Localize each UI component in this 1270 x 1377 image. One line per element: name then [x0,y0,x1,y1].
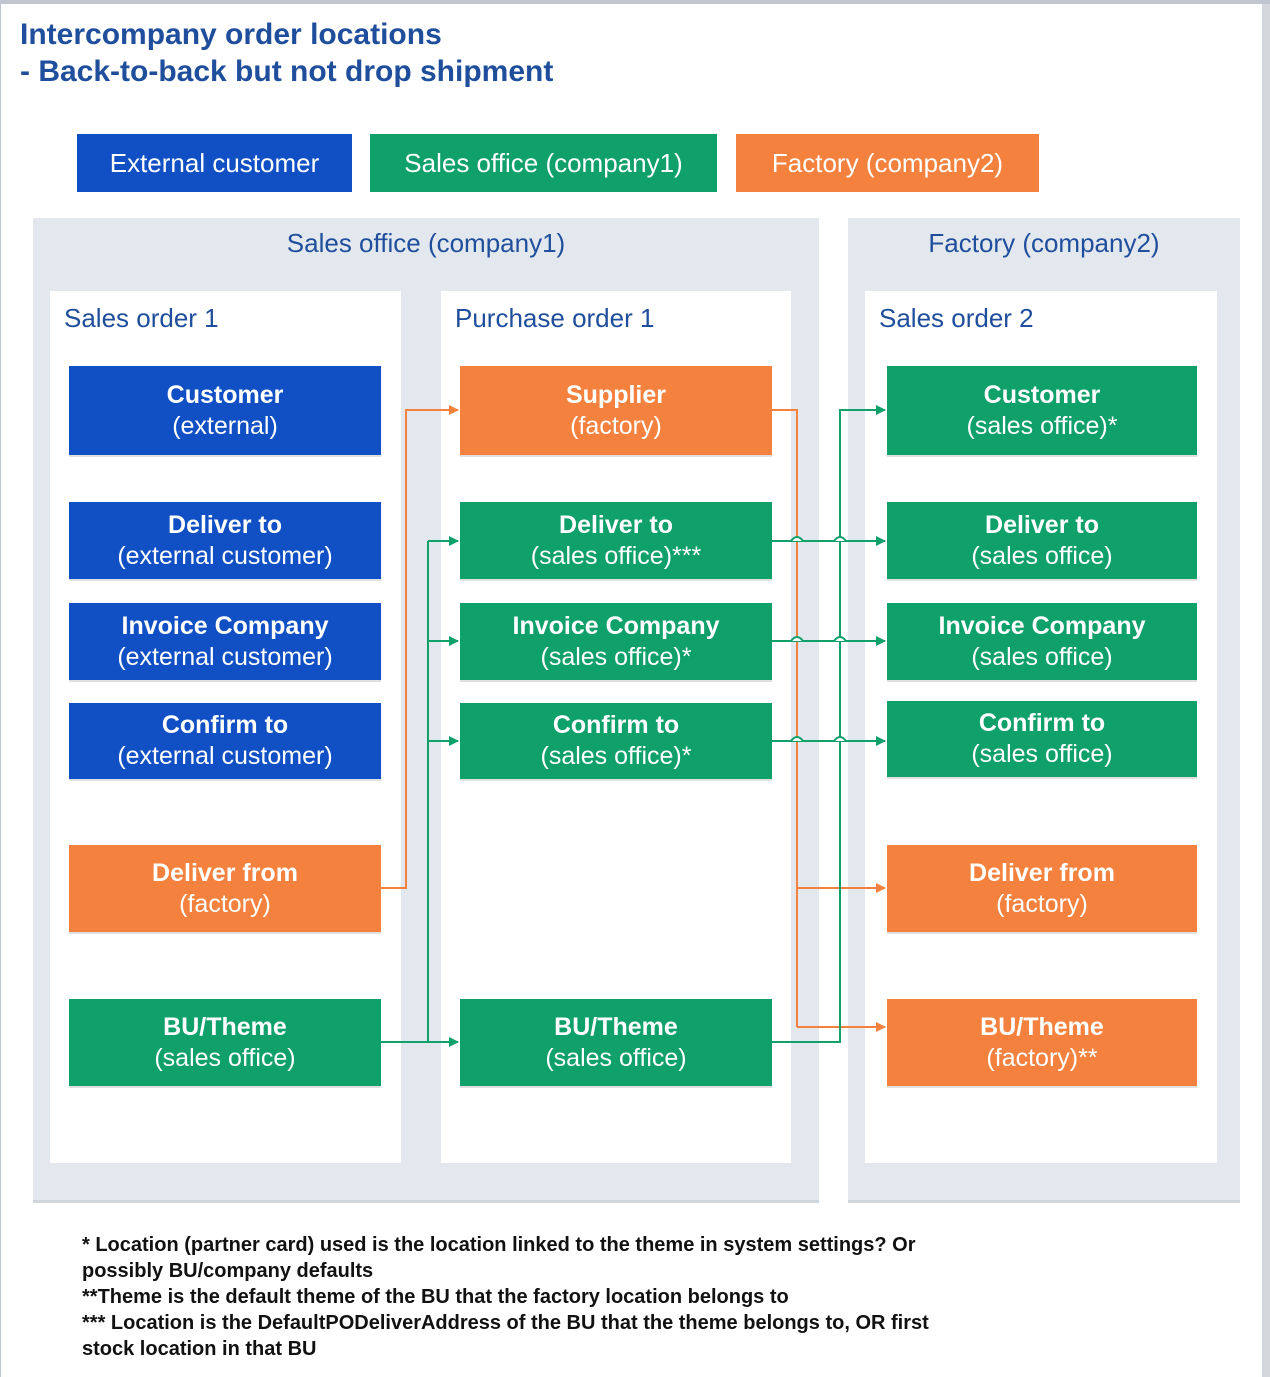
so1-deliver-from-box: Deliver from (factory) [69,845,381,932]
so1-bu-theme-title: BU/Theme [163,1012,287,1041]
po1-deliver-to-box: Deliver to (sales office)*** [460,502,772,579]
so1-deliver-to-title: Deliver to [168,510,282,539]
so2-bu-theme-title: BU/Theme [980,1012,1104,1041]
so2-invoice-company-title: Invoice Company [938,611,1146,640]
legend-factory: Factory (company2) [736,134,1039,192]
footnote-line-2: possibly BU/company defaults [82,1260,374,1282]
footnote-line-3: **Theme is the default theme of the BU t… [82,1286,789,1308]
so2-invoice-company-box: Invoice Company (sales office) [887,603,1197,680]
footnote-line-4: *** Location is the DefaultPODeliverAddr… [82,1312,929,1334]
column-purchase-order-1-title: Purchase order 1 [455,303,655,333]
group-sales-office-title: Sales office (company1) [286,228,566,258]
hop-2 [833,536,847,542]
hop-5 [790,736,804,742]
so2-confirm-to-title: Confirm to [978,709,1106,737]
so2-deliver-from-sub: (factory) [996,889,1088,918]
window-right-edge [1262,4,1270,1377]
hop-3 [790,636,804,642]
title-line-1: Intercompany order locations [20,18,442,51]
po1-confirm-to-sub: (sales office)* [540,742,692,770]
title-line-2: - Back-to-back but not drop shipment [20,55,554,88]
so1-invoice-company-box: Invoice Company (external customer) [69,603,381,680]
so1-deliver-from-title: Deliver from [152,858,298,887]
so1-confirm-to-box: Confirm to (external customer) [69,703,381,779]
so1-customer-sub: (external) [172,411,278,440]
po1-deliver-to-sub: (sales office)*** [530,541,702,570]
so2-deliver-to-title: Deliver to [985,510,1099,539]
diagram-title: Intercompany order locations - Back-to-b… [20,16,553,90]
so2-confirm-to-box: Confirm to (sales office) [887,701,1197,777]
po1-invoice-company-title: Invoice Company [512,611,720,640]
so2-deliver-from-box: Deliver from (factory) [887,845,1197,932]
column-sales-order-2-title: Sales order 2 [879,303,1034,333]
so1-deliver-to-box: Deliver to (external customer) [69,502,381,579]
po1-invoice-company-box: Invoice Company (sales office)* [460,603,772,680]
legend-sales-office: Sales office (company1) [370,134,717,192]
po1-supplier-box: Supplier (factory) [460,366,772,455]
hop-4 [833,636,847,642]
po1-confirm-to-title: Confirm to [552,711,680,739]
so2-invoice-company-sub: (sales office) [971,642,1113,671]
so2-bu-theme-sub: (factory)** [986,1043,1098,1072]
footnotes: * Location (partner card) used is the lo… [82,1232,1082,1362]
so2-deliver-to-sub: (sales office) [971,541,1113,570]
so1-invoice-company-sub: (external customer) [117,642,333,671]
so1-deliver-to-sub: (external customer) [117,541,333,570]
so1-bu-theme-sub: (sales office) [154,1043,296,1072]
so2-deliver-to-box: Deliver to (sales office) [887,502,1197,579]
so1-customer-title: Customer [166,380,284,409]
legend-external-customer: External customer [77,134,352,192]
so1-bu-theme-box: BU/Theme (sales office) [69,999,381,1086]
column-sales-order-1-title: Sales order 1 [64,303,219,333]
so1-invoice-company-title: Invoice Company [121,611,329,640]
po1-confirm-to-box: Confirm to (sales office)* [460,703,772,779]
connector-supplier-trunk [772,409,798,1027]
so2-bu-theme-box: BU/Theme (factory)** [887,999,1197,1086]
po1-bu-theme-title: BU/Theme [554,1012,678,1041]
connector-deliver-from-to-supplier [381,405,459,889]
footnote-line-5: stock location in that BU [82,1338,317,1360]
so1-customer-box: Customer (external) [69,366,381,455]
so1-confirm-to-title: Confirm to [161,711,289,739]
footnote-line-1: * Location (partner card) used is the lo… [82,1234,916,1256]
group-factory-title: Factory (company2) [928,228,1160,258]
hop-6 [833,736,847,742]
po1-invoice-company-sub: (sales office)* [540,642,692,671]
po1-supplier-sub: (factory) [570,411,662,440]
po1-deliver-to-title: Deliver to [559,510,673,539]
so2-customer-box: Customer (sales office)* [887,366,1197,455]
so1-confirm-to-sub: (external customer) [117,742,333,770]
connector-po1-bu-theme-trunk [772,405,886,1043]
so2-customer-sub: (sales office)* [966,411,1118,440]
so1-deliver-from-sub: (factory) [179,889,271,918]
po1-supplier-title: Supplier [565,380,666,409]
po1-bu-theme-sub: (sales office) [545,1043,687,1072]
so2-customer-title: Customer [983,380,1101,409]
so2-confirm-to-sub: (sales office) [971,740,1113,768]
po1-bu-theme-box: BU/Theme (sales office) [460,999,772,1086]
hop-1 [790,536,804,542]
so2-deliver-from-title: Deliver from [969,858,1115,887]
